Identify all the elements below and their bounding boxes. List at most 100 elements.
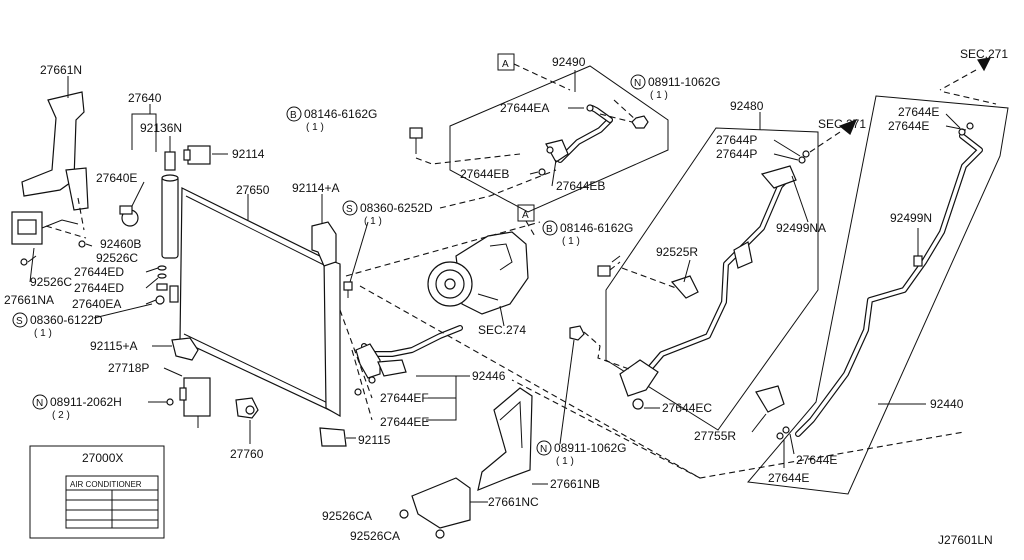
label-92114a: 92114+A <box>292 181 340 195</box>
label-08360-6252d: 08360-6252D <box>360 201 433 215</box>
pipe-92440 <box>755 133 983 437</box>
label-92115: 92115 <box>358 433 391 447</box>
label-08911-1062g-bot: 08911-1062G <box>554 441 627 455</box>
label-08911-2062h-qty: ( 2 ) <box>52 410 70 421</box>
label-27644ea: 27644EA <box>500 101 549 115</box>
symbol-n-3: N <box>540 444 547 455</box>
label-sec271-mid: SEC.271 <box>818 117 866 131</box>
bolt-08146-top <box>409 127 423 154</box>
label-27644p-1: 27644P <box>716 133 757 147</box>
label-27640: 27640 <box>128 91 162 105</box>
label-27644e-1: 27644E <box>898 105 939 119</box>
bracket-27661nc <box>411 477 471 529</box>
label-08911-1062g-top-qty: ( 1 ) <box>650 90 668 101</box>
view-92440-box <box>747 95 1009 495</box>
bracket-92115 <box>319 427 347 447</box>
label-27650: 27650 <box>236 183 270 197</box>
label-27644ec: 27644EC <box>662 401 712 415</box>
label-92440: 92440 <box>930 397 964 411</box>
label-27640e: 27640E <box>96 171 137 185</box>
symbol-n-1: N <box>634 78 641 89</box>
diagram-id: J27601LN <box>938 533 993 547</box>
label-27644e-4: 27644E <box>768 471 809 485</box>
label-08146-6162g-top: 08146-6162G <box>304 107 377 121</box>
receiver-27640 <box>161 151 179 259</box>
label-27644e-3: 27644E <box>796 453 837 467</box>
switch-27718p <box>179 377 211 428</box>
label-92526c-left: 92526C <box>30 275 72 289</box>
label-92490: 92490 <box>552 55 586 69</box>
label-27644eb-1: 27644EB <box>460 167 509 181</box>
symbol-s-2: S <box>346 204 353 215</box>
label-27760: 27760 <box>230 447 264 461</box>
bracket-27661nb <box>477 387 533 491</box>
symbol-b-2: B <box>546 224 553 235</box>
label-27644ef: 27644EF <box>380 391 429 405</box>
bolt-92460b <box>119 205 139 227</box>
clamp-92525r <box>670 275 699 299</box>
label-27644e-2: 27644E <box>888 119 929 133</box>
label-27000x <box>29 445 165 539</box>
label-92526ca-1: 92526CA <box>322 509 372 523</box>
label-92446: 92446 <box>472 369 506 383</box>
label-27644p-2: 27644P <box>716 147 757 161</box>
view-a-letter-1: A <box>502 59 509 70</box>
nut-08911-top <box>631 115 649 129</box>
pipe-92446 <box>355 325 463 379</box>
label-sec274: SEC.274 <box>478 323 526 337</box>
nut-08911-bot <box>569 325 585 341</box>
label-27661nb: 27661NB <box>550 477 600 491</box>
view-92480-box <box>605 127 819 431</box>
symbol-circles <box>12 74 646 456</box>
label-27644ed-2: 27644ED <box>74 281 124 295</box>
label-27640ea: 27640EA <box>72 297 121 311</box>
label-08911-1062g-top: 08911-1062G <box>648 75 721 89</box>
label-08360-6122d: 08360-6122D <box>30 313 103 327</box>
view-a-box <box>449 65 669 213</box>
label-27644eb-2: 27644EB <box>556 179 605 193</box>
bracket-92115a <box>171 337 199 361</box>
label-92480: 92480 <box>730 99 764 113</box>
label-08146-6162g-top-qty: ( 1 ) <box>306 122 324 133</box>
label-08911-2062h: 08911-2062H <box>50 395 122 409</box>
sensor-27661na <box>11 211 79 245</box>
compressor-sec274 <box>427 231 529 315</box>
label-08911-1062g-bot-qty: ( 1 ) <box>556 456 574 467</box>
sensor-27760 <box>235 397 259 419</box>
label-08360-6122d-qty: ( 1 ) <box>34 328 52 339</box>
label-92460b: 92460B <box>100 237 141 251</box>
label-27661n: 27661N <box>40 63 82 77</box>
pipe-92480 <box>619 165 797 397</box>
label-27755r: 27755R <box>694 429 736 443</box>
label-27644ee: 27644EE <box>380 415 429 429</box>
label-92526ca-2: 92526CA <box>350 529 400 543</box>
bolt-08360-6252d <box>343 281 353 298</box>
label-92115a: 92115+A <box>90 339 138 353</box>
symbol-s-1: S <box>16 316 23 327</box>
label-27661na: 27661NA <box>4 293 54 307</box>
label-92136n: 92136N <box>140 121 182 135</box>
bracket-92114a <box>311 221 337 267</box>
o-rings <box>155 265 168 305</box>
label-27661nc: 27661NC <box>488 495 539 509</box>
switch-92114 <box>183 145 211 165</box>
pipe-92490 <box>545 105 613 163</box>
label-27718p: 27718P <box>108 361 149 375</box>
label-92526c: 92526C <box>96 251 138 265</box>
symbol-b-1: B <box>290 110 297 121</box>
label-92114: 92114 <box>232 147 265 161</box>
label-sec271-top: SEC.271 <box>960 47 1008 61</box>
label-air-conditioner: AIR CONDITIONER <box>70 480 142 489</box>
bracket-27661n <box>21 91 89 211</box>
bolt-08146-mid <box>597 261 621 277</box>
label-92525r: 92525R <box>656 245 698 259</box>
view-a-letter-2: A <box>522 210 529 221</box>
label-27000x: 27000X <box>82 451 123 465</box>
label-08146-6162g-mid: 08146-6162G <box>560 221 633 235</box>
label-27644ed-1: 27644ED <box>74 265 124 279</box>
label-08146-6162g-mid-qty: ( 1 ) <box>562 236 580 247</box>
label-08360-6252d-qty: ( 1 ) <box>364 216 382 227</box>
label-92499n: 92499N <box>890 211 932 225</box>
